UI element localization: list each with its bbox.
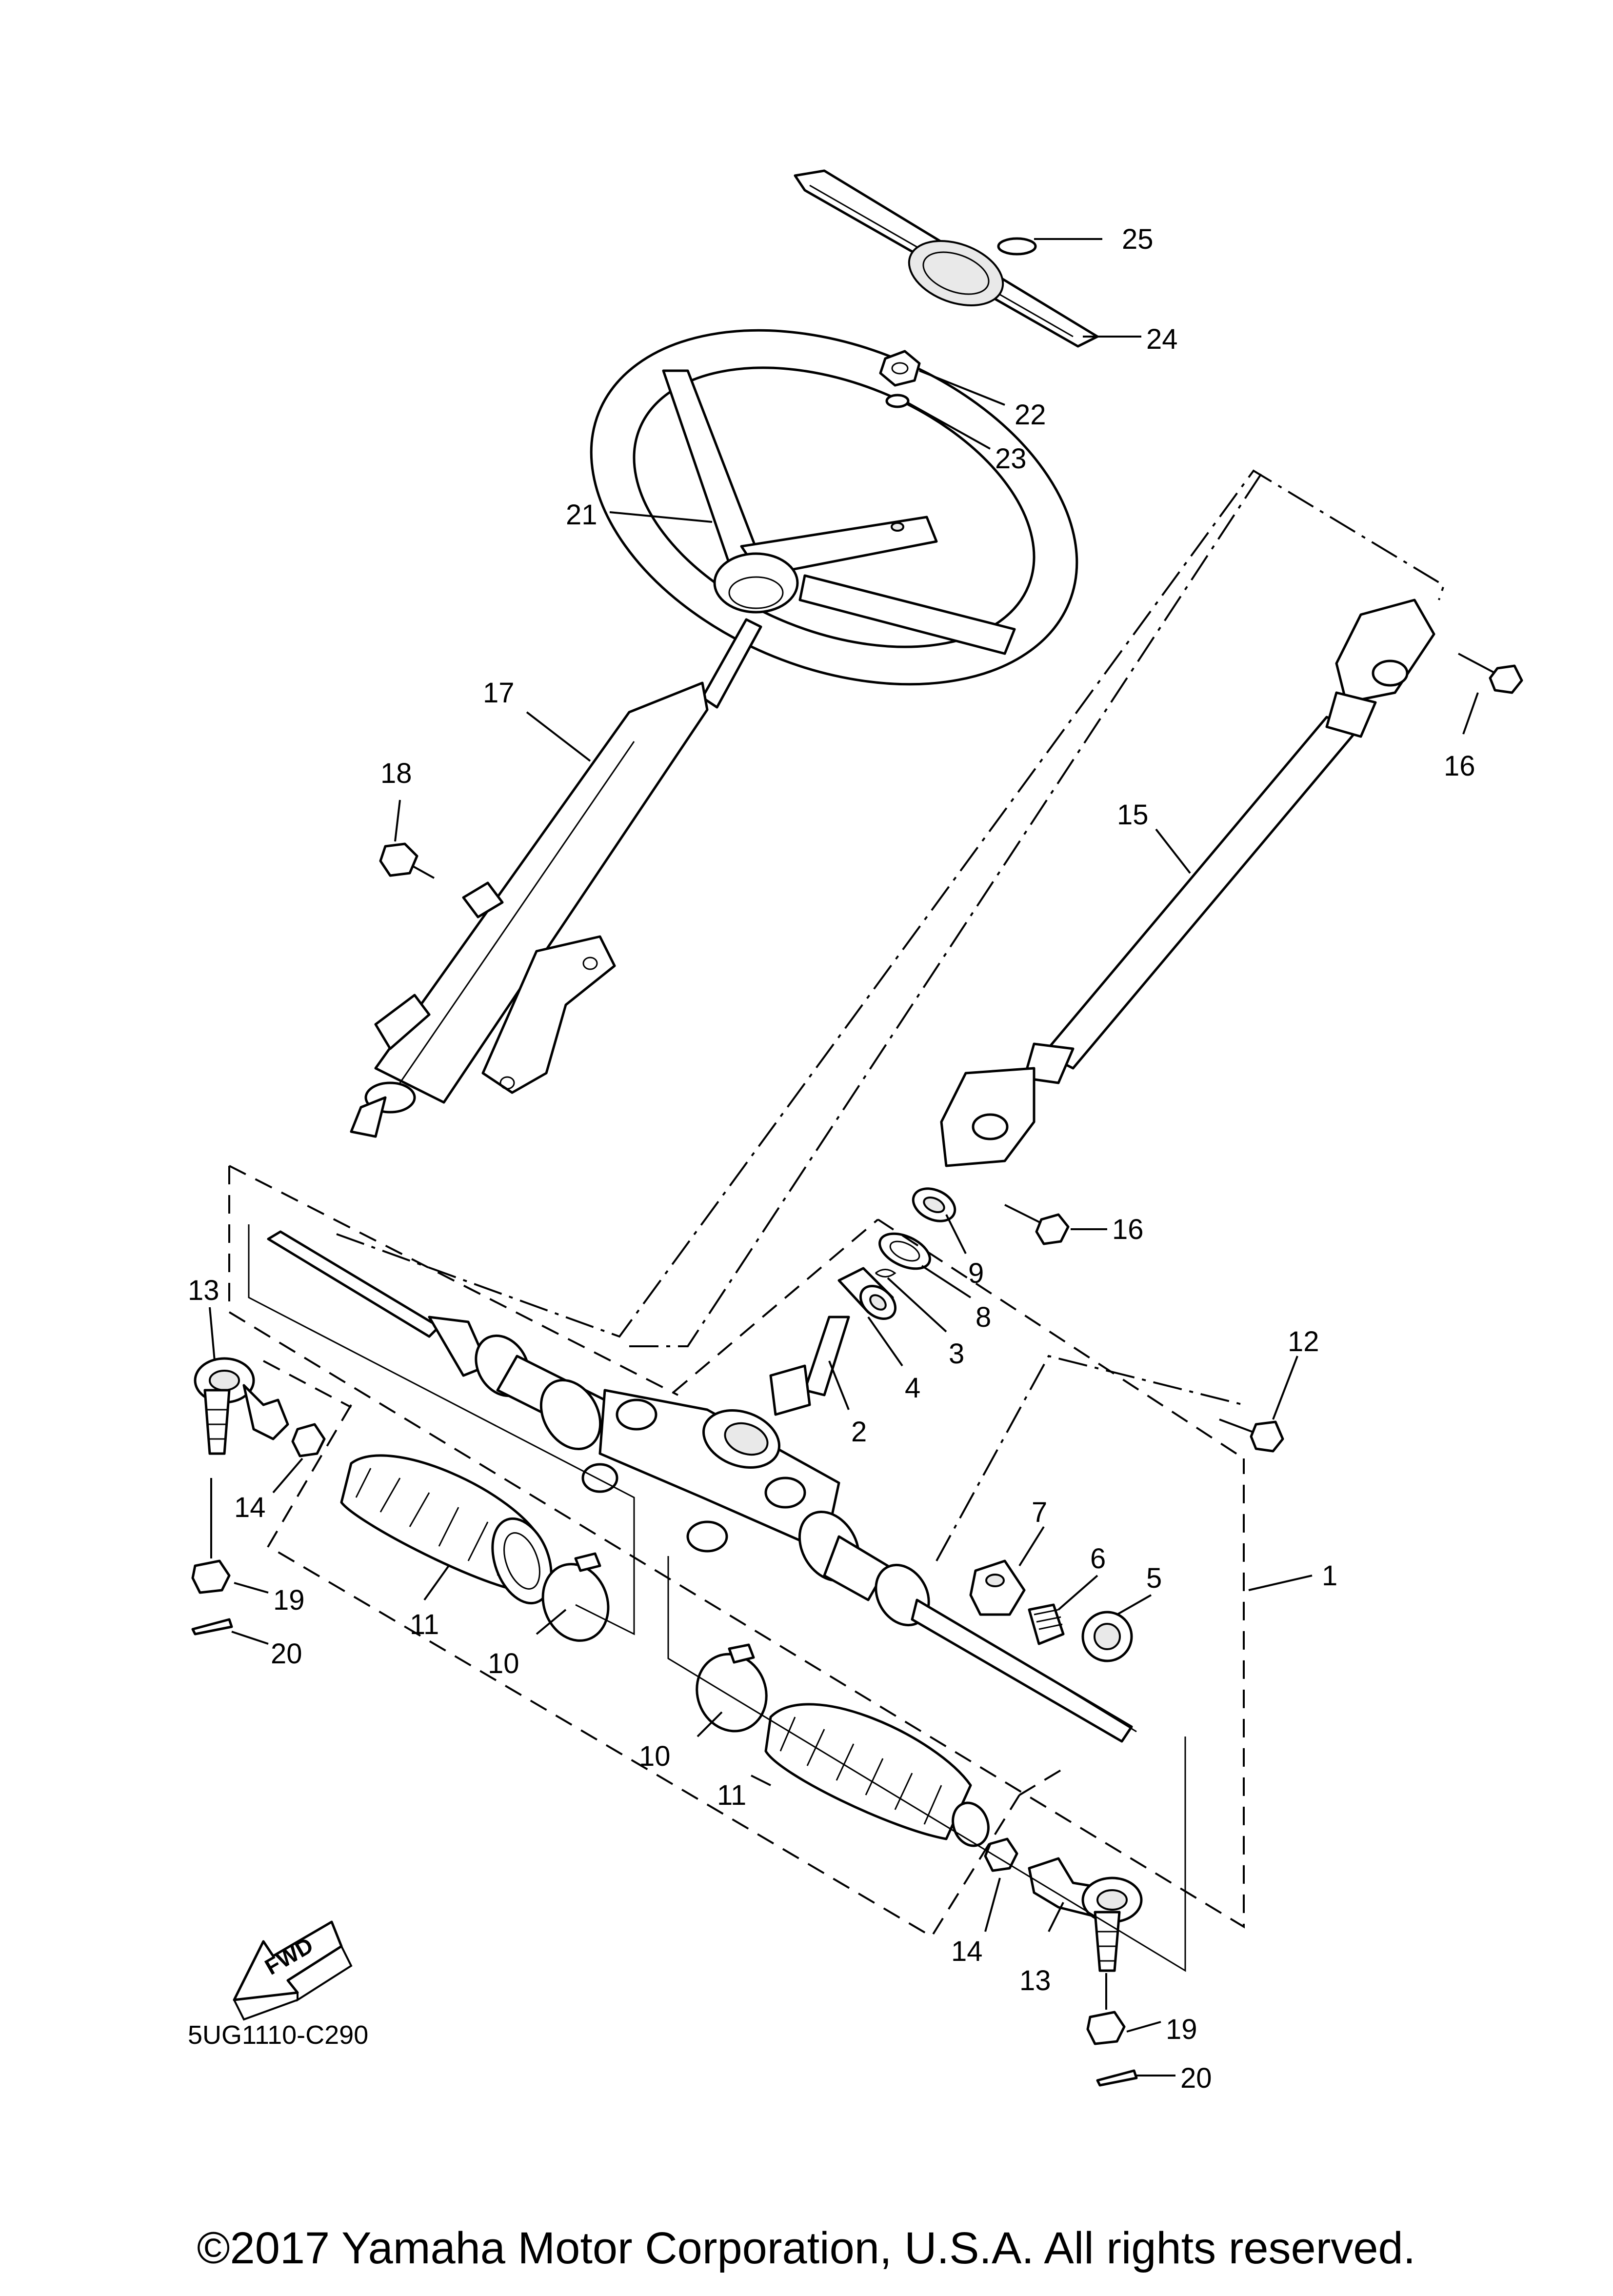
callout-17: 17 <box>483 677 515 709</box>
circlip-3 <box>875 1269 896 1278</box>
callout-10-left: 10 <box>488 1648 519 1679</box>
seal-9 <box>912 1187 956 1222</box>
callout-14-left: 14 <box>234 1492 266 1523</box>
cotter-pin-right <box>1096 2069 1138 2087</box>
castle-nut-left <box>191 1478 231 1594</box>
callout-11-right: 11 <box>717 1779 746 1811</box>
callout-8: 8 <box>976 1301 991 1333</box>
rack-and-pinion <box>267 1230 1137 1743</box>
callout-21: 21 <box>566 499 597 531</box>
callout-4: 4 <box>905 1372 920 1404</box>
adjusting-bolt <box>1081 1611 1133 1662</box>
callout-6: 6 <box>1090 1543 1106 1575</box>
callout-9: 9 <box>968 1258 984 1289</box>
leader-lines <box>209 238 1479 2076</box>
housing-bolt <box>1219 1418 1284 1453</box>
steering-column <box>350 618 762 1138</box>
lock-washer <box>885 394 910 408</box>
column-bolt <box>379 842 435 879</box>
callout-22: 22 <box>1015 399 1046 431</box>
callout-2: 2 <box>851 1416 867 1448</box>
diagram-code: 5UG1110-C290 <box>188 2020 368 2050</box>
band-left <box>541 1552 610 1642</box>
callout-23: 23 <box>995 443 1027 475</box>
tie-rod-end-right <box>1028 1857 1143 1972</box>
callout-25: 25 <box>1122 223 1154 255</box>
callout-16-upper: 16 <box>1444 750 1475 782</box>
callout-12: 12 <box>1288 1326 1319 1358</box>
callout-18: 18 <box>380 758 412 789</box>
copyright-notice: ©2017 Yamaha Motor Corporation, U.S.A. A… <box>197 2223 1415 2273</box>
tie-rod-nut-left <box>291 1423 326 1457</box>
tie-rod-end-left <box>194 1357 289 1455</box>
callout-numbers: 25 24 22 23 21 17 18 15 16 16 9 8 3 4 2 … <box>188 223 1475 2094</box>
fwd-arrow-icon: FWD <box>233 1920 353 2021</box>
castle-nut-right <box>1086 1973 1126 2045</box>
assembly-outlines <box>228 469 1445 1972</box>
cotter-pin-left <box>191 1618 233 1636</box>
callout-14-right: 14 <box>951 1936 983 1967</box>
shaft-bolt-lower <box>1004 1204 1070 1245</box>
callout-3: 3 <box>949 1338 964 1370</box>
callout-16-lower: 16 <box>1112 1214 1144 1245</box>
steering-pad-cover <box>794 169 1099 348</box>
shaft-bolt-upper <box>1458 653 1523 694</box>
callout-1: 1 <box>1322 1560 1337 1592</box>
callout-19-right: 19 <box>1166 2014 1197 2045</box>
boot-right <box>764 1703 990 1847</box>
wheel-nut <box>879 350 921 387</box>
tie-rod-nut-right <box>984 1837 1018 1872</box>
steering-wheel <box>590 329 1078 686</box>
bearing-4 <box>837 1267 897 1320</box>
emblem <box>997 237 1037 256</box>
pinion-2 <box>769 1316 850 1416</box>
callout-7: 7 <box>1032 1497 1047 1528</box>
rack-guide <box>969 1559 1026 1616</box>
circlip-8 <box>878 1232 931 1270</box>
steering-shaft <box>940 599 1435 1167</box>
callout-20-right: 20 <box>1180 2062 1212 2094</box>
callout-13-right: 13 <box>1019 1965 1051 1997</box>
callout-13-left: 13 <box>188 1275 219 1306</box>
callout-24: 24 <box>1146 323 1178 355</box>
callout-11-left: 11 <box>410 1609 439 1640</box>
callout-19-left: 19 <box>273 1584 305 1616</box>
callout-10-right: 10 <box>639 1740 671 1772</box>
callout-20-left: 20 <box>271 1638 302 1670</box>
callout-15: 15 <box>1117 799 1149 831</box>
spring <box>1028 1603 1065 1645</box>
callout-5: 5 <box>1146 1562 1162 1594</box>
boot-left <box>340 1454 553 1605</box>
band-right <box>696 1643 768 1733</box>
